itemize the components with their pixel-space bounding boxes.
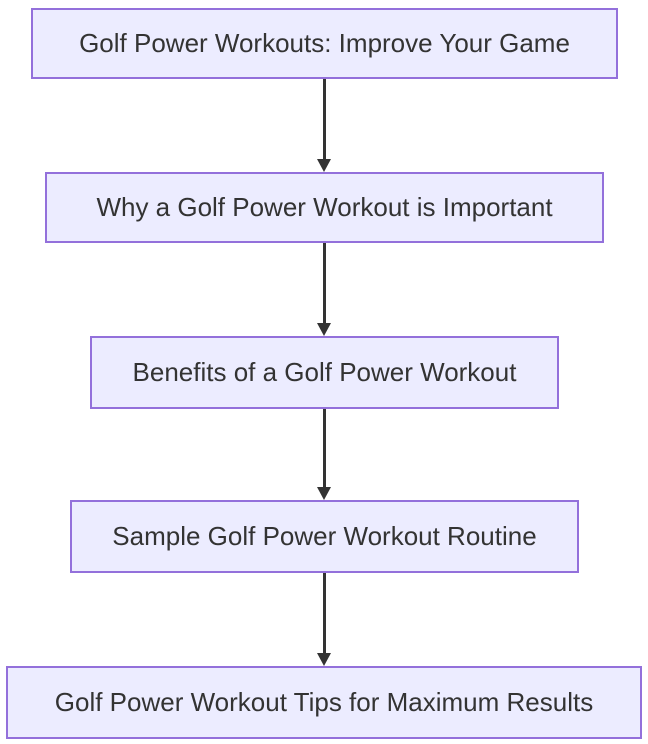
arrowhead-icon — [317, 653, 331, 666]
arrowhead-icon — [317, 487, 331, 500]
flow-arrow — [317, 409, 332, 500]
arrowhead-icon — [317, 323, 331, 336]
node-label: Sample Golf Power Workout Routine — [112, 521, 537, 551]
arrow-line — [323, 409, 326, 489]
node-label: Why a Golf Power Workout is Important — [96, 192, 553, 222]
arrowhead-icon — [317, 159, 331, 172]
flowchart-node-title: Golf Power Workouts: Improve Your Game — [31, 8, 618, 79]
flowchart-node-benefits: Benefits of a Golf Power Workout — [90, 336, 559, 409]
node-label: Golf Power Workouts: Improve Your Game — [79, 28, 570, 58]
flowchart-node-tips: Golf Power Workout Tips for Maximum Resu… — [6, 666, 642, 739]
flow-arrow — [317, 79, 332, 172]
flow-arrow — [317, 243, 332, 336]
flowchart-node-why-important: Why a Golf Power Workout is Important — [45, 172, 604, 243]
arrow-line — [323, 79, 326, 161]
node-label: Golf Power Workout Tips for Maximum Resu… — [54, 687, 594, 717]
node-label: Benefits of a Golf Power Workout — [132, 357, 517, 387]
arrow-line — [323, 243, 326, 325]
arrow-line — [323, 573, 326, 655]
flow-arrow — [317, 573, 332, 666]
flowchart-node-sample-routine: Sample Golf Power Workout Routine — [70, 500, 579, 573]
